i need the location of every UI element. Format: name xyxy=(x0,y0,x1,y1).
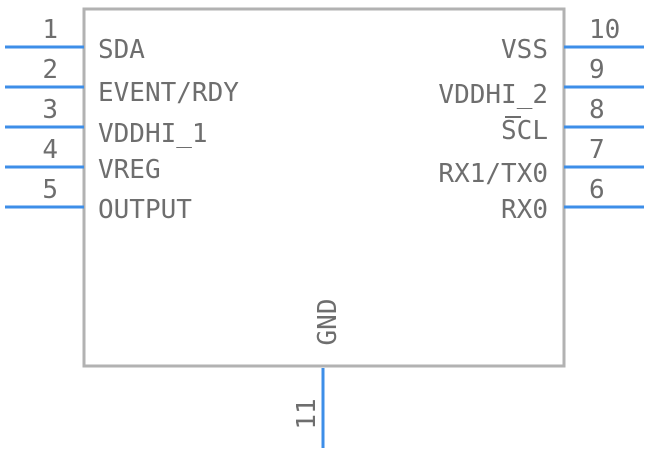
pin-8-name: SCL xyxy=(501,116,548,146)
pin-8-number: 8 xyxy=(589,95,605,125)
pin-5-number: 5 xyxy=(42,175,58,205)
left-pin-5: 5 OUTPUT xyxy=(5,175,192,225)
pin-3-number: 3 xyxy=(42,95,58,125)
pin-9-name: VDDHI_2 xyxy=(438,80,548,110)
right-pin-9: 9 VDDHI_2 xyxy=(438,55,644,110)
pin-7-number: 7 xyxy=(589,135,605,165)
right-pin-7: 7 RX1/TX0 xyxy=(438,135,644,189)
right-pin-6: 6 RX0 xyxy=(501,175,644,225)
pin-5-name: OUTPUT xyxy=(98,195,192,225)
pin-9-number: 9 xyxy=(589,55,605,85)
bottom-pin-11: 11 GND xyxy=(292,299,343,448)
pin-1-number: 1 xyxy=(42,15,58,45)
pin-6-number: 6 xyxy=(589,175,605,205)
pin-10-name: VSS xyxy=(501,35,548,65)
pin-11-number: 11 xyxy=(292,398,322,429)
left-pin-1: 1 SDA xyxy=(5,15,145,65)
left-pin-2: 2 EVENT/RDY xyxy=(5,55,239,108)
pin-4-name: VREG xyxy=(98,155,161,185)
pin-6-name: RX0 xyxy=(501,195,548,225)
pin-11-name: GND xyxy=(313,299,343,346)
right-pin-10: 10 VSS xyxy=(501,15,644,65)
pin-1-name: SDA xyxy=(98,35,145,65)
pin-2-name: EVENT/RDY xyxy=(98,78,239,108)
component-body xyxy=(82,7,566,368)
pin-2-number: 2 xyxy=(42,55,58,85)
left-pin-4: 4 VREG xyxy=(5,135,161,185)
pin-10-number: 10 xyxy=(589,15,620,45)
right-pin-8: 8 SCL xyxy=(501,95,644,146)
left-pin-3: 3 VDDHI_1 xyxy=(5,95,208,149)
pin-3-name: VDDHI_1 xyxy=(98,119,208,149)
pin-4-number: 4 xyxy=(42,135,58,165)
pin-7-name: RX1/TX0 xyxy=(438,159,548,189)
